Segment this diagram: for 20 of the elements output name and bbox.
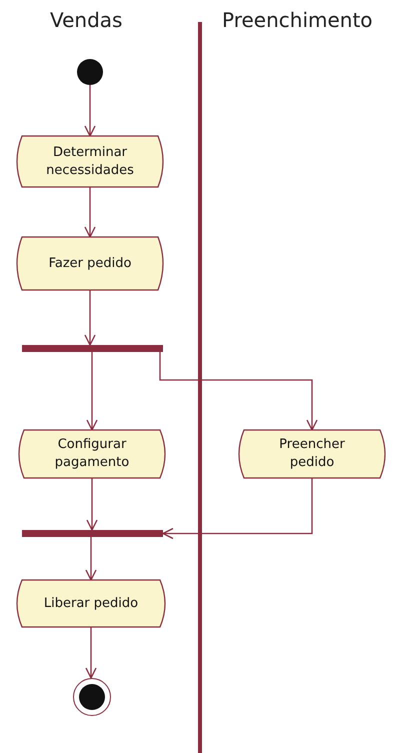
arrow [84, 290, 96, 346]
arrow [86, 478, 98, 531]
activity-label: Configurar pagamento [54, 436, 130, 472]
swimlane-header: Vendas [50, 8, 122, 32]
swimlane-header: Preenchimento [222, 8, 373, 32]
activity-label: Determinar necessidades [45, 144, 135, 180]
arrow [84, 187, 96, 238]
activity-label: Preencher pedido [278, 436, 346, 472]
arrow [84, 85, 96, 137]
arrow [162, 478, 313, 540]
arrow [86, 352, 98, 431]
final-node [73, 678, 111, 716]
activity-label: Liberar pedido [42, 594, 140, 612]
arrow [159, 352, 318, 431]
arrow [85, 537, 97, 581]
arrow [85, 627, 97, 679]
initial-node [77, 59, 103, 85]
activity-label: Fazer pedido [48, 254, 132, 272]
synchronization-bar [22, 530, 163, 537]
synchronization-bar [22, 345, 163, 352]
